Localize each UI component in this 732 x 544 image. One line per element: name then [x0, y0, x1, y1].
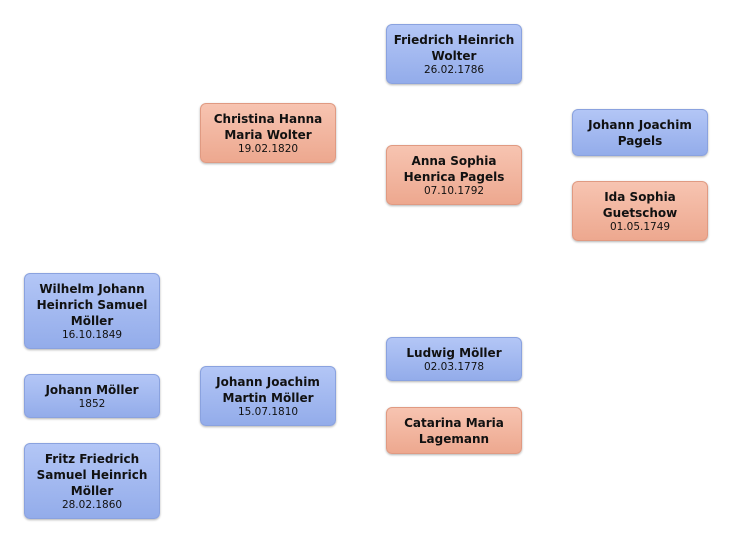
person-card-anna-sophia-henrica-pagels[interactable]: Anna Sophia Henrica Pagels 07.10.1792 — [386, 145, 522, 205]
person-date: 28.02.1860 — [61, 498, 123, 511]
person-name: Ludwig Möller — [406, 345, 502, 360]
person-name: Johann Joachim Martin Möller — [216, 374, 320, 405]
person-name: Johann Möller — [45, 382, 139, 397]
person-card-johann-joachim-pagels[interactable]: Johann Joachim Pagels — [572, 109, 708, 156]
person-name: Wilhelm Johann Heinrich Samuel Möller — [36, 281, 148, 328]
person-date: 19.02.1820 — [237, 142, 299, 155]
person-name: Catarina Maria Lagemann — [404, 415, 504, 446]
person-card-fritz-friedrich-samuel-heinrich-moeller[interactable]: Fritz Friedrich Samuel Heinrich Möller 2… — [24, 443, 160, 519]
person-date: 01.05.1749 — [609, 220, 671, 233]
person-card-wilhelm-johann-heinrich-samuel-moeller[interactable]: Wilhelm Johann Heinrich Samuel Möller 16… — [24, 273, 160, 349]
person-name: Johann Joachim Pagels — [588, 117, 692, 148]
person-name: Christina Hanna Maria Wolter — [213, 111, 323, 142]
person-name: Fritz Friedrich Samuel Heinrich Möller — [36, 451, 148, 498]
person-card-ludwig-moeller[interactable]: Ludwig Möller 02.03.1778 — [386, 337, 522, 381]
person-card-johann-moeller[interactable]: Johann Möller 1852 — [24, 374, 160, 418]
person-card-johann-joachim-martin-moeller[interactable]: Johann Joachim Martin Möller 15.07.1810 — [200, 366, 336, 426]
person-name: Anna Sophia Henrica Pagels — [403, 153, 505, 184]
person-date: 16.10.1849 — [61, 328, 123, 341]
person-card-friedrich-heinrich-wolter[interactable]: Friedrich Heinrich Wolter 26.02.1786 — [386, 24, 522, 84]
person-date: 02.03.1778 — [423, 360, 485, 373]
person-date: 07.10.1792 — [423, 184, 485, 197]
person-date: 26.02.1786 — [423, 63, 485, 76]
person-date: 15.07.1810 — [237, 405, 299, 418]
person-date: 1852 — [78, 397, 106, 410]
person-name: Friedrich Heinrich Wolter — [393, 32, 515, 63]
person-card-christina-hanna-maria-wolter[interactable]: Christina Hanna Maria Wolter 19.02.1820 — [200, 103, 336, 163]
person-card-catarina-maria-lagemann[interactable]: Catarina Maria Lagemann — [386, 407, 522, 454]
person-card-ida-sophia-guetschow[interactable]: Ida Sophia Guetschow 01.05.1749 — [572, 181, 708, 241]
person-name: Ida Sophia Guetschow — [602, 189, 678, 220]
